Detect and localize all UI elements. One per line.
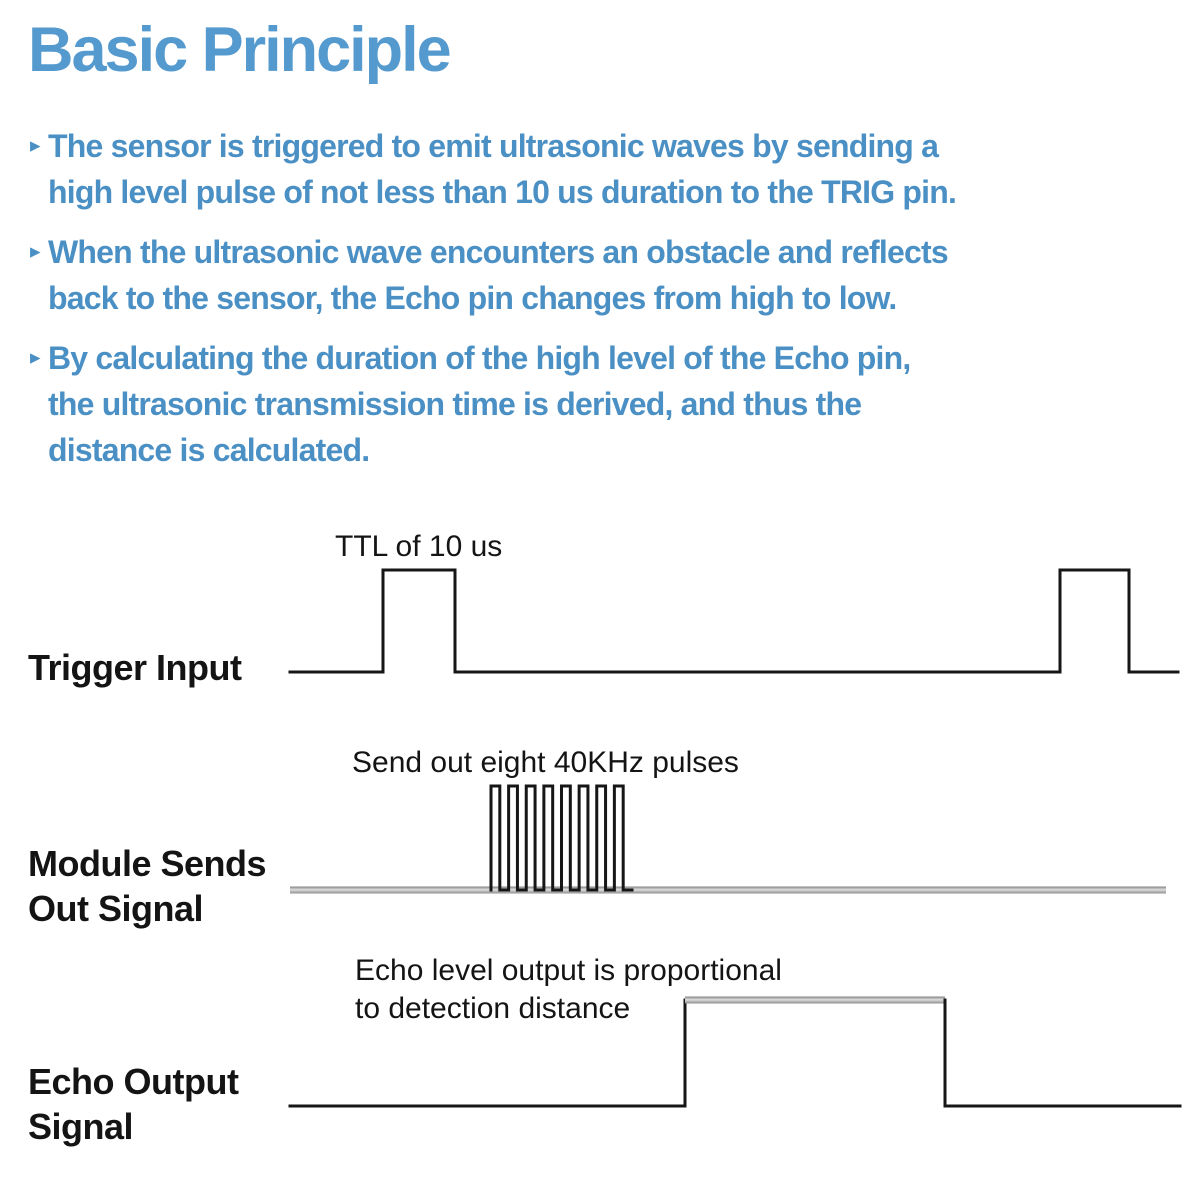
bullet-item: ▸ When the ultrasonic wave encounters an… [30, 229, 1200, 321]
page-title: Basic Principle [28, 15, 452, 85]
echo-waveform-right [943, 998, 1182, 1108]
triangle-bullet-icon: ▸ [30, 134, 41, 158]
bullet-text: The sensor is triggered to emit ultrason… [48, 128, 957, 211]
bullet-list: ▸ The sensor is triggered to emit ultras… [30, 123, 1200, 473]
module-baseline-line [290, 886, 1166, 894]
echo-annotation: Echo level output is proportional to det… [355, 954, 782, 1025]
trigger-waveform [288, 568, 1180, 674]
bullet-item: ▸ The sensor is triggered to emit ultras… [30, 123, 1200, 215]
burst-annotation: Send out eight 40KHz pulses [352, 746, 739, 779]
echo-waveform-left [288, 998, 687, 1108]
echo-high-level-line [685, 996, 945, 1004]
echo-output-label: Echo Output Signal [28, 1061, 239, 1147]
triangle-bullet-icon: ▸ [30, 346, 41, 370]
bullet-item: ▸ By calculating the duration of the hig… [30, 335, 1200, 473]
trigger-input-label: Trigger Input [28, 647, 242, 688]
burst-waveform [489, 784, 634, 892]
triangle-bullet-icon: ▸ [30, 240, 41, 264]
module-sends-label: Module Sends Out Signal [28, 843, 267, 929]
bullet-text: By calculating the duration of the high … [48, 340, 911, 469]
trigger-pulse-annotation: TTL of 10 us [335, 530, 503, 563]
bullet-text: When the ultrasonic wave encounters an o… [48, 234, 949, 317]
